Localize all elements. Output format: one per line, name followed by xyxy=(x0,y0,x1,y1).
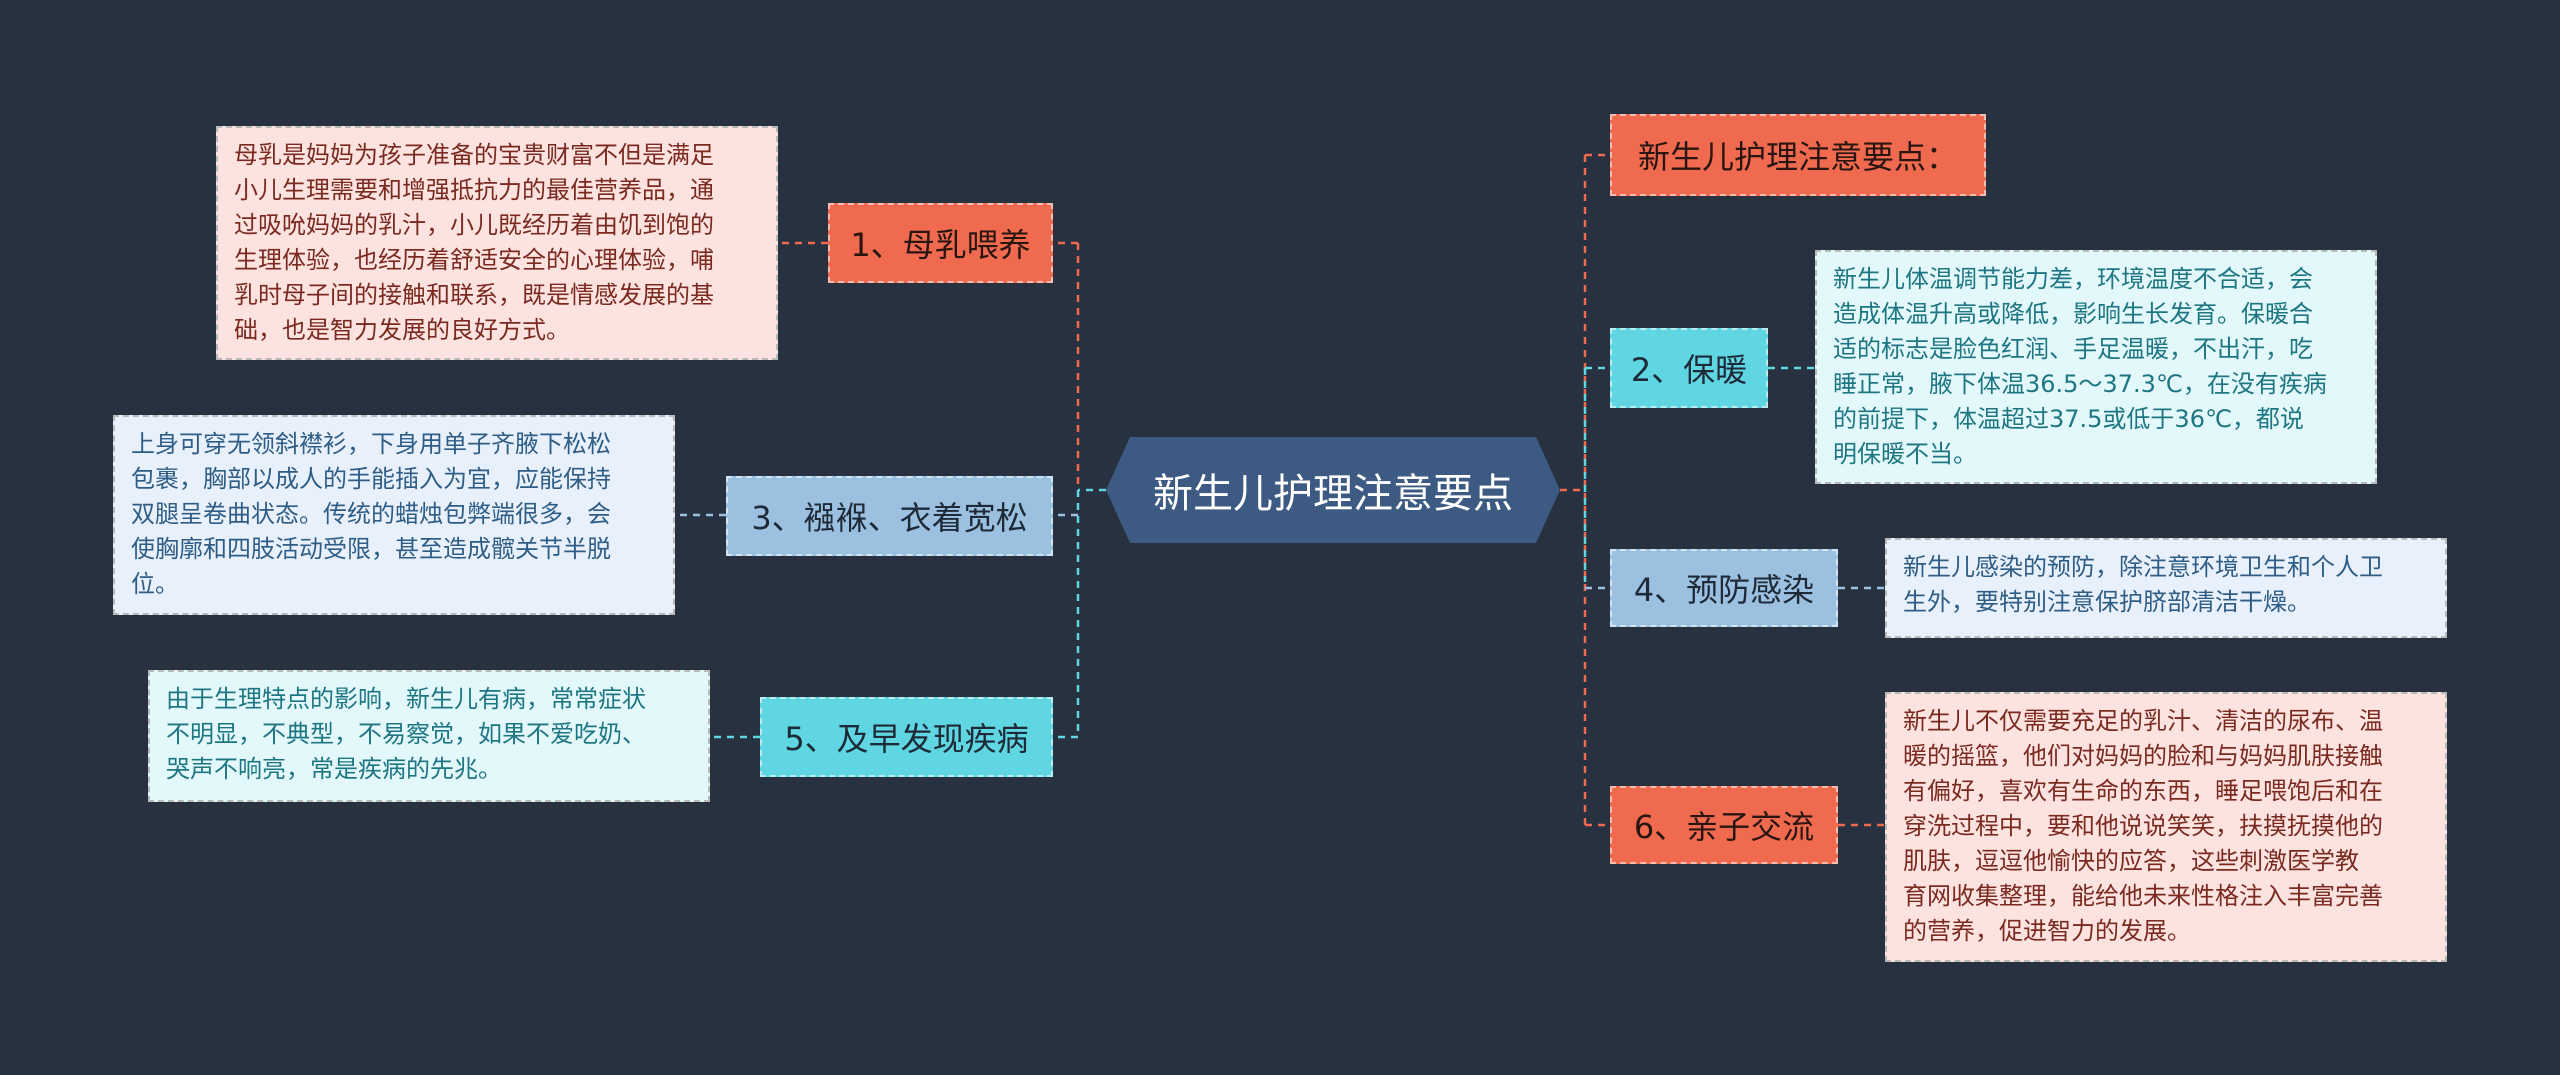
detail-swaddling-loose-clothing: 上身可穿无领斜襟衫，下身用单子齐腋下松松 包裹，胸部以成人的手能插入为宜，应能保… xyxy=(113,415,675,615)
detail-keep-warm: 新生儿体温调节能力差，环境温度不合适，会 造成体温升高或降低，影响生长发育。保暖… xyxy=(1815,250,2377,484)
topic-swaddling-loose-clothing[interactable]: 3、襁褓、衣着宽松 xyxy=(726,476,1053,556)
detail-parent-child-interaction: 新生儿不仅需要充足的乳汁、清洁的尿布、温 暖的摇篮，他们对妈妈的脸和与妈妈肌肤接… xyxy=(1885,692,2447,962)
detail-breastfeeding: 母乳是妈妈为孩子准备的宝贵财富不但是满足 小儿生理需要和增强抵抗力的最佳营养品，… xyxy=(216,126,778,360)
topic-breastfeeding[interactable]: 1、母乳喂养 xyxy=(828,203,1053,283)
detail-prevent-infection: 新生儿感染的预防，除注意环境卫生和个人卫 生外，要特别注意保护脐部清洁干燥。 xyxy=(1885,538,2447,638)
topic-parent-child-interaction[interactable]: 6、亲子交流 xyxy=(1610,786,1838,864)
topic-prevent-infection[interactable]: 4、预防感染 xyxy=(1610,549,1838,627)
topic-heading[interactable]: 新生儿护理注意要点： xyxy=(1610,114,1986,196)
central-topic[interactable]: 新生儿护理注意要点 xyxy=(1106,437,1560,543)
detail-early-disease-detection: 由于生理特点的影响，新生儿有病，常常症状 不明显，不典型，不易察觉，如果不爱吃奶… xyxy=(148,670,710,802)
topic-keep-warm[interactable]: 2、保暖 xyxy=(1610,328,1768,408)
topic-early-disease-detection[interactable]: 5、及早发现疾病 xyxy=(760,697,1053,777)
